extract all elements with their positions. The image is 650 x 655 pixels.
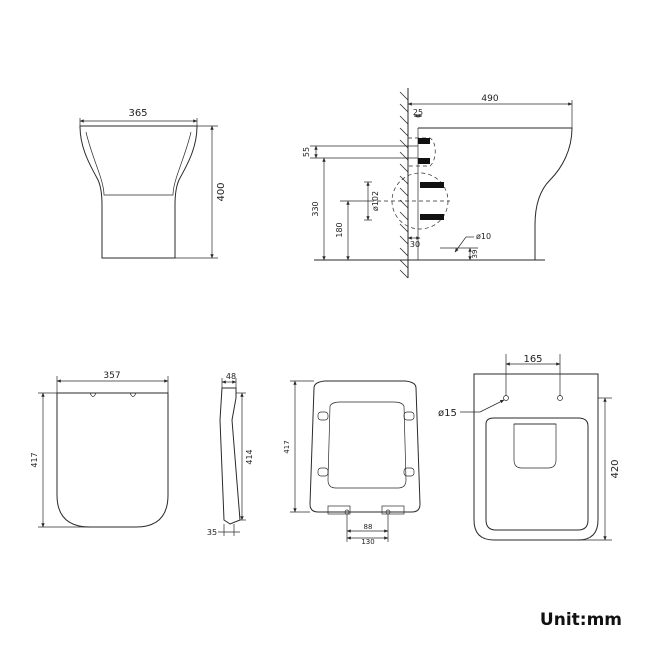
side-bowl-outline — [418, 127, 573, 261]
hinge-right — [381, 505, 405, 515]
label-hole-diameter: ø15 — [438, 408, 457, 419]
inlet-pipe — [408, 137, 436, 167]
label-seat-length: 417 — [30, 452, 39, 467]
label-front-width: 365 — [128, 108, 147, 119]
unit-label: Unit:mm — [539, 610, 622, 630]
inlet-seal-top — [418, 138, 430, 144]
label-seat-width: 357 — [103, 371, 120, 381]
fix-hole-right — [557, 395, 563, 401]
label-front-height: 400 — [216, 182, 227, 201]
lid-outline — [309, 380, 421, 513]
label-hinge-inner: 88 — [364, 523, 373, 531]
label-pan-length: 420 — [610, 459, 621, 478]
pan-outline — [473, 373, 599, 541]
fix-hole-left — [503, 395, 509, 401]
bumper-top-left — [317, 411, 329, 421]
label-outlet-diameter: ø102 — [371, 191, 380, 211]
seat-bottom-view: 417 88 130 — [283, 380, 421, 546]
front-view: 365 400 — [79, 108, 227, 259]
pan-bowl — [485, 417, 589, 531]
seat-top-view: 357 417 — [30, 371, 169, 528]
leader-fix-hole — [454, 236, 467, 253]
label-profile-top: 48 — [226, 372, 236, 381]
label-profile-base: 35 — [207, 528, 217, 537]
label-outlet-height: 330 — [311, 201, 320, 216]
bumper-bottom-left — [317, 467, 329, 477]
profile-outline — [219, 387, 241, 525]
label-outlet-center: 180 — [335, 222, 344, 237]
label-hinge-outer: 130 — [361, 538, 374, 546]
pan-drain — [513, 423, 557, 469]
label-profile-length: 414 — [245, 449, 254, 464]
seat-profile-view: 48 414 35 — [207, 372, 254, 537]
label-hole-spacing: 165 — [523, 354, 542, 365]
bumper-bottom-right — [403, 467, 415, 477]
leader-hole-diameter — [479, 399, 505, 413]
label-wall-gap: 30 — [410, 240, 420, 249]
hinge-left — [327, 505, 351, 515]
front-bowl-outline — [79, 125, 198, 259]
bumper-top-right — [403, 411, 415, 421]
lid-inner — [327, 401, 407, 489]
label-lid-length: 417 — [283, 440, 291, 453]
side-view: 490 25 55 330 180 ø102 30 ø10 39 — [302, 88, 573, 279]
label-inlet-height: 55 — [302, 147, 311, 157]
label-side-depth: 490 — [481, 94, 498, 104]
pan-top-view: 165 ø15 420 — [438, 354, 621, 541]
outlet-seal-top — [420, 182, 444, 188]
wall-hatching — [399, 91, 409, 279]
front-bowl-inner — [85, 131, 192, 196]
seat-outline — [56, 392, 169, 528]
label-offset-top: 25 — [413, 108, 423, 117]
label-fix-hole: ø10 — [476, 232, 491, 241]
label-base-height: 39 — [471, 250, 479, 259]
outlet-seal-bottom — [420, 214, 444, 220]
inlet-seal-bottom — [418, 158, 430, 164]
